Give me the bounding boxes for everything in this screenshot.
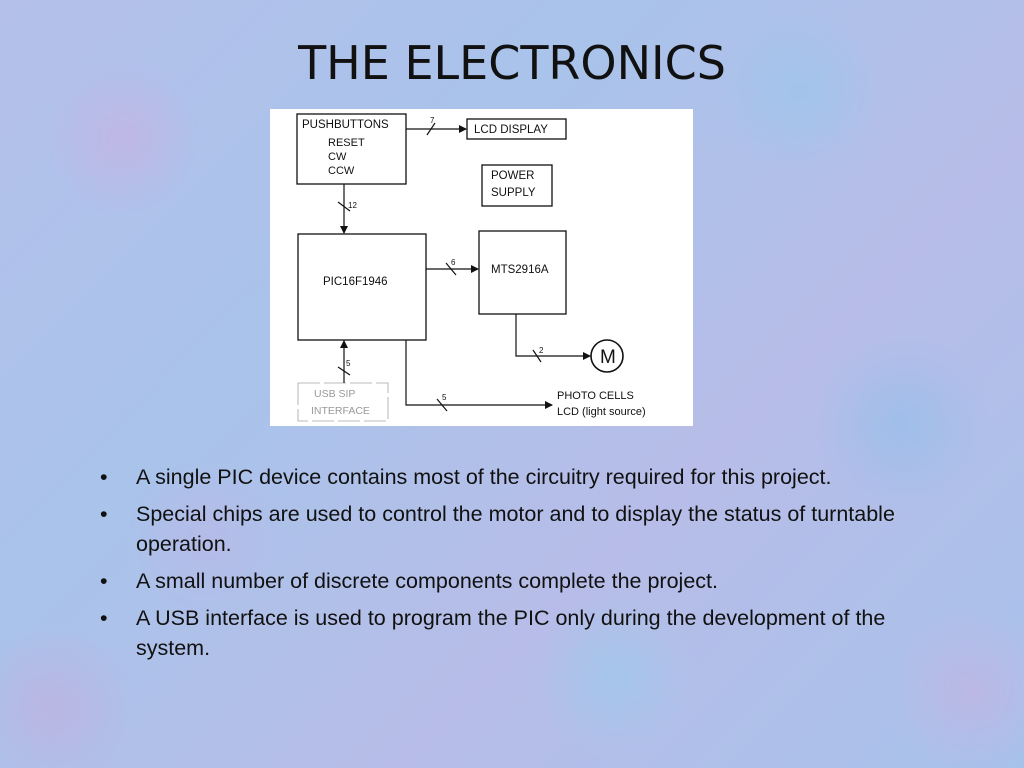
bus-width-pic-photo: 5 [442,393,447,402]
bullet-text: A single PIC device contains most of the… [136,465,832,489]
lcd-display-label: LCD DISPLAY [474,124,548,136]
bus-width-buttons-lcd: 7 [430,116,435,125]
power-supply-line-1: POWER [491,170,534,182]
photo-cells-line-2: LCD (light source) [557,406,646,418]
bus-width-pic-mts: 6 [451,258,456,267]
bullet-text: Special chips are used to control the mo… [136,502,895,556]
motor-symbol: M [590,339,624,373]
bullet-text: A small number of discrete components co… [136,569,718,593]
bullet-glyph: • [100,465,108,489]
connection-buttons-to-pic: 12 [337,184,357,234]
photo-cells-label: PHOTO CELLS LCD (light source) [557,390,646,418]
pushbutton-reset-label: RESET [328,137,365,149]
slide-title: THE ELECTRONICS [298,36,726,90]
bus-width-buttons-pic: 12 [348,201,357,210]
bullet-item: • A single PIC device contains most of th… [96,462,956,492]
motor-label: M [600,347,616,368]
bullet-item: • A USB interface is used to program the … [96,603,956,663]
bullet-glyph: • [100,606,108,630]
mts-label: MTS2916A [491,264,549,276]
connection-buttons-to-lcd: 7 [406,116,467,136]
mts-block: MTS2916A [478,230,567,315]
bullet-list: • A single PIC device contains most of th… [96,462,956,670]
usb-sip-block: USB SIP INTERFACE [297,382,389,422]
usb-sip-line-2: INTERFACE [311,405,370,417]
pushbuttons-block: PUSHBUTTONS RESET CW CCW [296,113,407,185]
photo-cells-line-1: PHOTO CELLS [557,390,634,402]
bullet-item: • Special chips are used to control the m… [96,499,956,559]
lcd-display-block: LCD DISPLAY [466,118,567,140]
connection-pic-to-mts: 6 [426,258,479,276]
power-supply-line-2: SUPPLY [491,187,536,199]
bus-width-usb-pic: 5 [346,359,351,368]
bullet-glyph: • [100,502,108,526]
connection-usb-to-pic: 5 [337,340,351,383]
block-diagram-svg: PUSHBUTTONS RESET CW CCW LCD DISPLAY POW… [296,113,646,422]
connection-pic-to-photocells: 5 [405,340,553,412]
pic-label: PIC16F1946 [323,276,388,288]
block-diagram: PUSHBUTTONS RESET CW CCW LCD DISPLAY POW… [270,109,693,426]
pic-block: PIC16F1946 [297,233,427,341]
bus-width-mts-motor: 2 [539,346,544,355]
connection-mts-to-motor: 2 [515,314,591,363]
pushbuttons-label: PUSHBUTTONS [302,119,389,131]
power-supply-block: POWER SUPPLY [481,164,553,207]
bullet-text: A USB interface is used to program the P… [136,606,886,660]
pushbutton-cw-label: CW [328,151,347,163]
bullet-glyph: • [100,569,108,593]
usb-sip-line-1: USB SIP [314,388,355,400]
pushbutton-ccw-label: CCW [328,165,355,177]
bullet-item: • A small number of discrete components c… [96,566,956,596]
